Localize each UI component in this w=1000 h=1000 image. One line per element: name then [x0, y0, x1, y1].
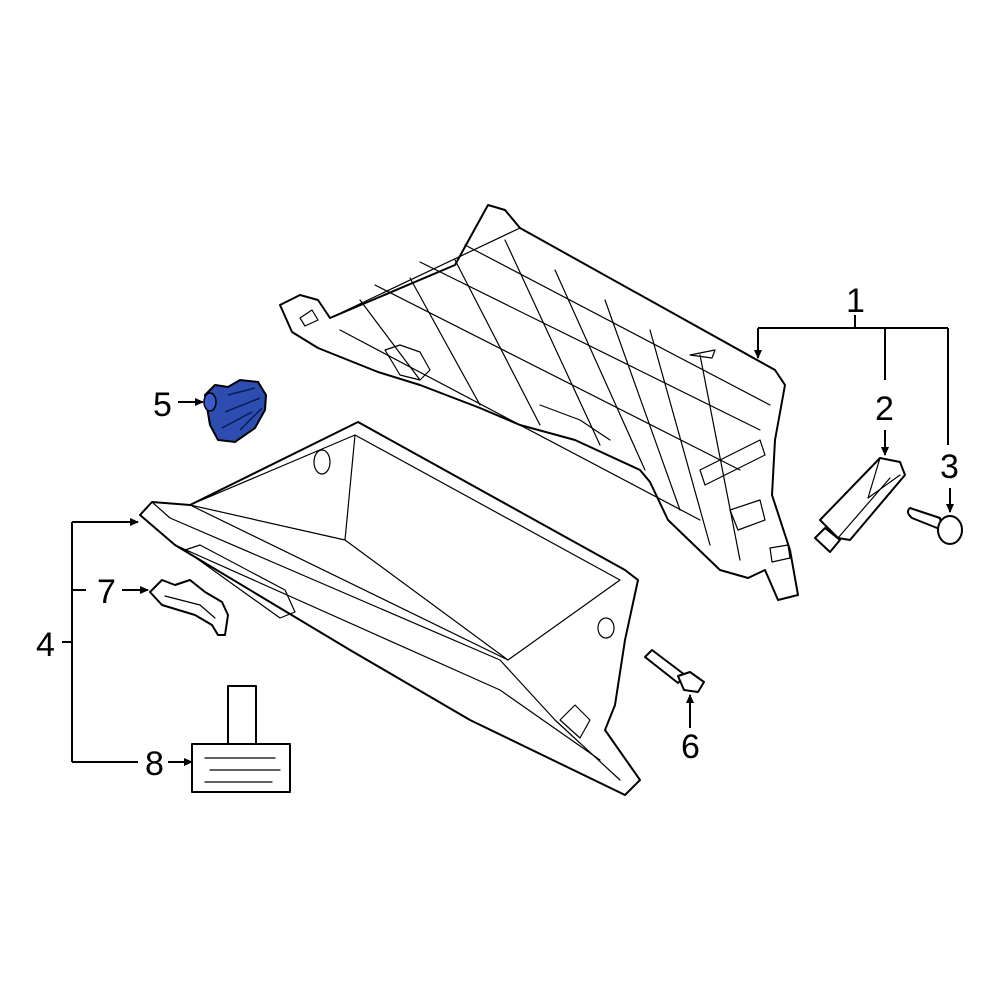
callout-7: 7	[97, 573, 116, 611]
callout-1: 1	[846, 282, 865, 320]
foam-pad[interactable]	[191, 685, 291, 793]
callout-3: 3	[940, 448, 959, 486]
glove-box-damper[interactable]	[814, 457, 906, 553]
callout-4: 4	[36, 626, 55, 664]
leader-lines	[62, 315, 954, 766]
callout-6: 6	[681, 728, 700, 766]
callout-8: 8	[145, 745, 164, 783]
striker-pin[interactable]	[644, 649, 705, 693]
callout-5: 5	[153, 386, 172, 424]
bumper-highlighted[interactable]	[203, 378, 268, 444]
glove-box-door[interactable]	[139, 421, 641, 796]
latch-bracket[interactable]	[149, 579, 229, 636]
glove-box-housing[interactable]	[279, 204, 799, 601]
callout-2: 2	[875, 390, 894, 428]
retaining-pin[interactable]	[906, 507, 963, 545]
